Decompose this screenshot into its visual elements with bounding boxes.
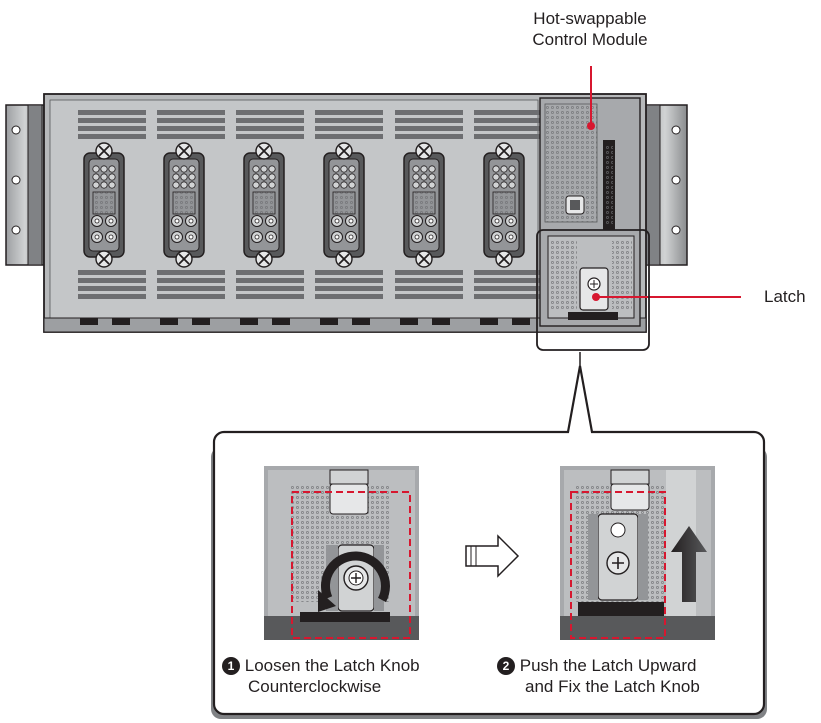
right-rack-ear — [642, 104, 688, 266]
control-module-label-line1: Hot-swappable — [533, 9, 647, 28]
control-module-callout — [587, 66, 595, 130]
step-1-highlight — [291, 491, 411, 639]
step-2-caption-line1: Push the Latch Upward — [519, 656, 697, 675]
step-1-number-badge: 1 — [222, 657, 240, 675]
step-2-caption-line2: and Fix the Latch Knob — [525, 677, 700, 696]
step-2-caption: 2 Push the Latch Upward and Fix the Latc… — [497, 655, 767, 697]
power-connector — [323, 152, 365, 258]
power-connector — [83, 152, 125, 258]
next-step-arrow — [465, 534, 520, 578]
power-connector — [403, 152, 445, 258]
left-rack-ear — [5, 104, 45, 266]
control-module-label-line2: Control Module — [532, 30, 648, 49]
latch-label: Latch — [764, 287, 806, 306]
control-module — [539, 97, 641, 327]
step-1-caption: 1 Loosen the Latch Knob Counterclockwise — [222, 655, 472, 697]
power-connector — [483, 152, 525, 258]
counterclockwise-arrow — [321, 551, 390, 603]
latch-callout — [592, 293, 741, 301]
step-1-illustration — [264, 466, 419, 640]
step-1-caption-line2: Counterclockwise — [248, 677, 382, 696]
step-1-caption-line1: Loosen the Latch Knob — [244, 656, 420, 675]
power-connector — [243, 152, 285, 258]
latch-area-highlight — [536, 229, 650, 351]
step-2-illustration — [560, 466, 715, 640]
step-2-number-badge: 2 — [497, 657, 515, 675]
chassis-feet — [80, 318, 530, 325]
power-connector — [163, 152, 205, 258]
server-chassis — [5, 93, 688, 333]
step-2-highlight — [570, 491, 666, 639]
push-up-arrow — [671, 526, 707, 602]
control-module-label: Hot-swappable Control Module — [480, 8, 700, 50]
